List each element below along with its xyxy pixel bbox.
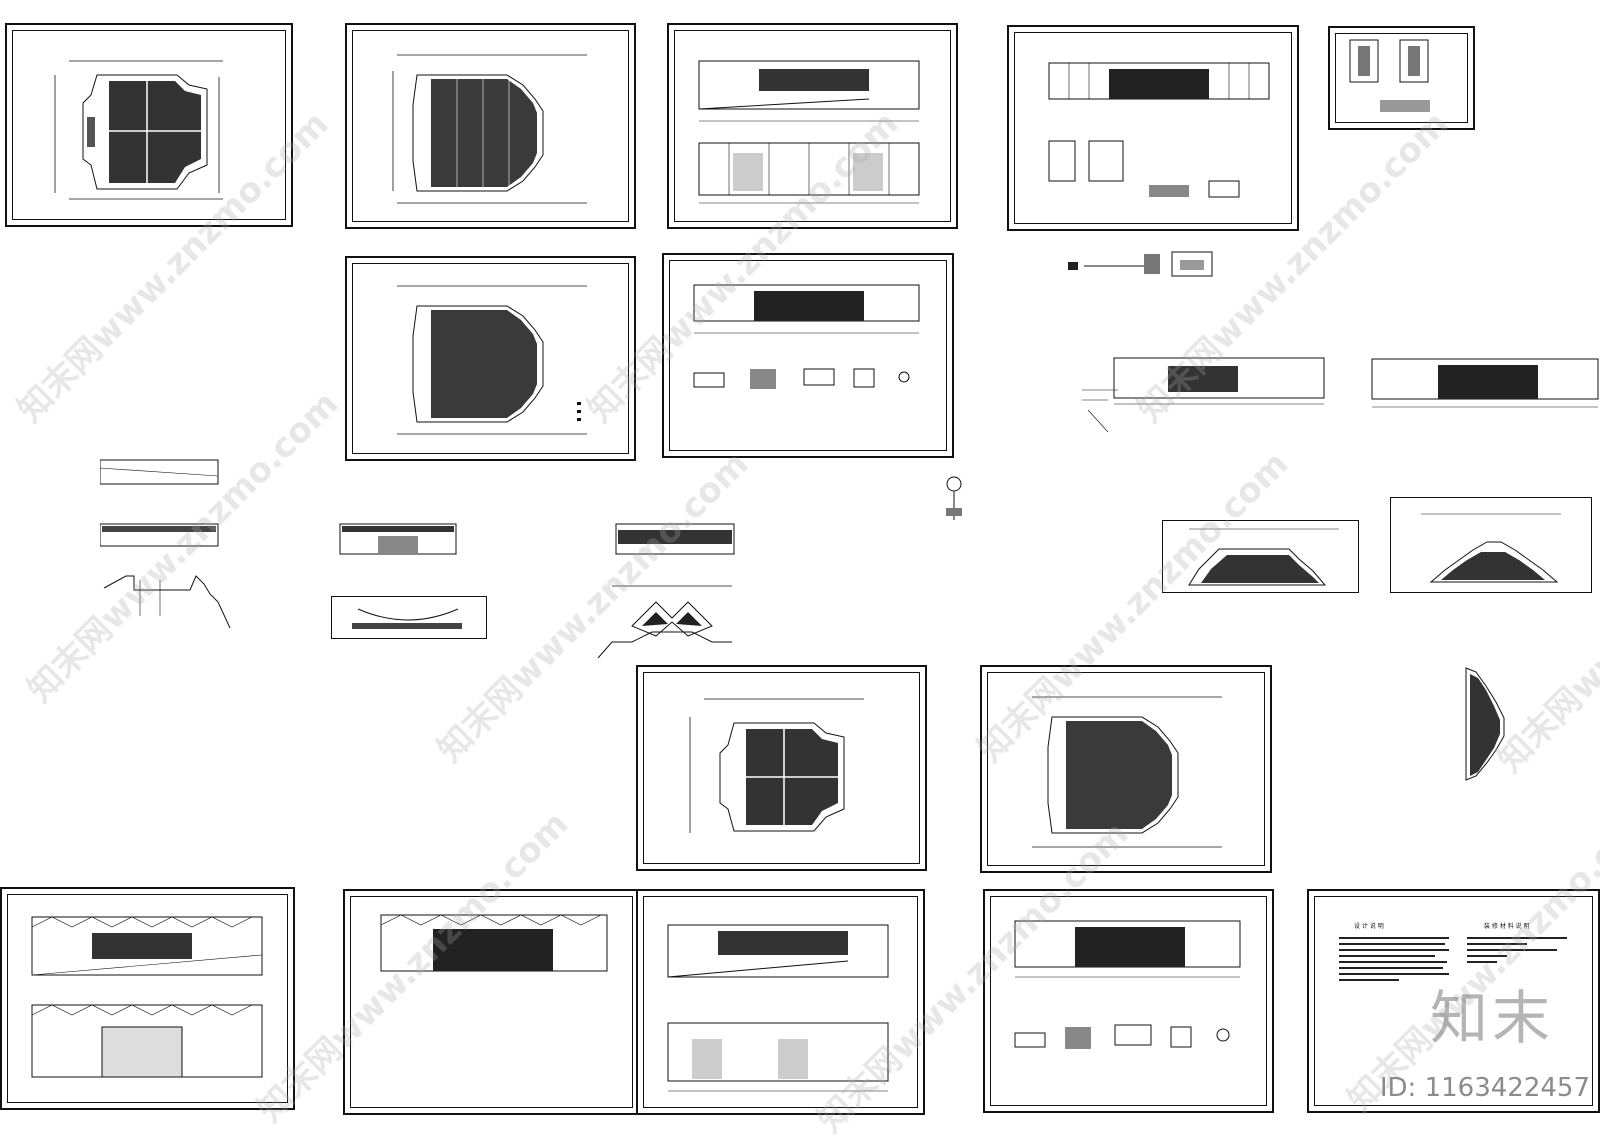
drawing-sheet-seating-section-1[interactable] [1162,520,1359,593]
design-notes-text [1339,955,1435,957]
design-notes-text [1339,967,1443,969]
sheet-border [350,896,633,1108]
sheet-border [352,263,629,454]
material-notes-text [1467,937,1567,939]
design-notes-text [1339,961,1447,963]
loose-elevation-small-2 [615,523,735,555]
door-details [1349,39,1430,112]
drawing-sheet-plan-5[interactable] [980,665,1272,873]
section-and-front-elevation [31,916,263,1078]
elevation-with-sections [693,284,920,389]
drawing-sheet-elevation-2[interactable] [662,253,954,458]
design-notes-text [1339,937,1449,939]
drawing-sheet-elevation-5[interactable] [983,889,1274,1113]
sheet-border [1014,32,1292,224]
sheet-border [7,894,288,1103]
long-section-elevation [1082,357,1325,433]
drawing-sheet-elevation-1[interactable] [1007,25,1299,231]
drawing-sheet-plan-3[interactable] [345,256,636,461]
auditorium-section-pair-2 [667,924,889,1092]
stepped-seating-section [1188,528,1339,586]
sheet-border [669,260,947,451]
sheet-border [643,896,918,1108]
drawing-sheet-sections-2[interactable] [636,889,925,1115]
drawing-sheet-plan-1[interactable] [5,23,293,227]
stage-partial-plan [352,608,462,629]
material-notes-text [1467,949,1557,951]
drawing-sheet-elevations-3[interactable] [0,887,295,1110]
design-notes-text [1339,943,1445,945]
drawing-sheet-elevation-4[interactable] [343,889,640,1115]
vertical-seating-strip [1465,667,1505,781]
auditorium-stepped-plan-2 [397,285,587,435]
material-notes-text [1467,955,1507,957]
loose-detail-fragments [1068,251,1213,277]
long-front-elevation [1371,358,1599,408]
material-notes-text [1467,943,1527,945]
sheet-border [643,672,920,864]
design-notes-text [1339,949,1449,951]
drawing-sheet-notes[interactable]: 设 计 说 明 装 修 材 料 说 明 [1307,889,1600,1113]
truss-elevation [380,914,608,972]
loose-sections-column [100,459,231,628]
drawing-sheet-plan-4[interactable] [636,665,927,871]
loose-detail-circle [946,476,962,520]
drawing-sheet-partial-plan[interactable] [331,596,487,639]
sheet-border [12,30,286,220]
drawing-sheet-details-small[interactable] [1328,26,1475,130]
sheet-border [352,30,629,222]
drawing-sheet-plan-2[interactable] [345,23,636,229]
design-notes-text [1339,973,1449,975]
auditorium-stepped-plan [392,54,587,204]
material-notes-title: 装 修 材 料 说 明 [1484,923,1530,930]
sheet-border [1335,33,1468,123]
elevation-with-details [1048,62,1270,198]
sheet-border [1314,896,1593,1106]
material-notes-text [1467,961,1497,963]
elevation-with-sections-2 [1014,920,1241,1049]
auditorium-section-pair [698,60,920,204]
auditorium-fan-plan-2 [689,698,864,833]
auditorium-fan-plan [54,60,223,200]
sheet-border [674,30,951,222]
design-notes-title: 设 计 说 明 [1354,923,1384,930]
design-notes-text [1339,979,1399,981]
auditorium-stepped-plan-3 [1032,696,1222,848]
sheet-border [987,672,1265,866]
symmetric-seating-section [1421,513,1561,583]
drawing-sheet-sections-1[interactable] [667,23,958,229]
sheet-border [990,896,1267,1106]
diamond-ceiling-detail [597,585,732,659]
drawing-sheet-seating-section-2[interactable] [1390,497,1592,593]
loose-elevation-small-1 [339,523,457,555]
